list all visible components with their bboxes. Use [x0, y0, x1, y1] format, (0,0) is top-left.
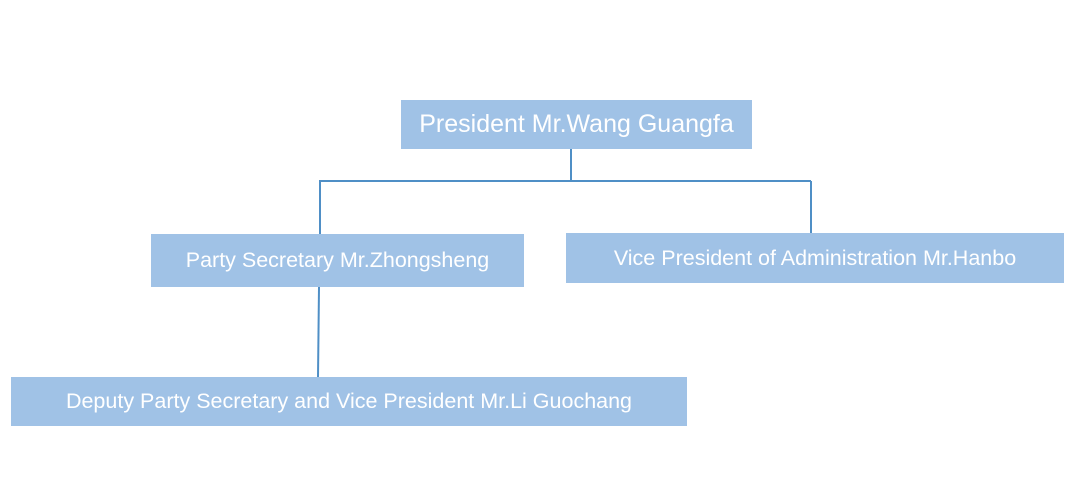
connector-to-deputy [317, 286, 320, 378]
president-label: President Mr.Wang Guangfa [419, 110, 734, 138]
deputy-party-secretary-node: Deputy Party Secretary and Vice Presiden… [11, 377, 687, 426]
vice-president-admin-label: Vice President of Administration Mr.Hanb… [613, 245, 1017, 270]
vice-president-admin-node: Vice President of Administration Mr.Hanb… [566, 233, 1064, 283]
party-secretary-node: Party Secretary Mr.Zhongsheng [151, 234, 524, 287]
deputy-party-secretary-label: Deputy Party Secretary and Vice Presiden… [65, 389, 633, 413]
party-secretary-label: Party Secretary Mr.Zhongsheng [185, 248, 490, 272]
president-node: President Mr.Wang Guangfa [401, 100, 752, 149]
